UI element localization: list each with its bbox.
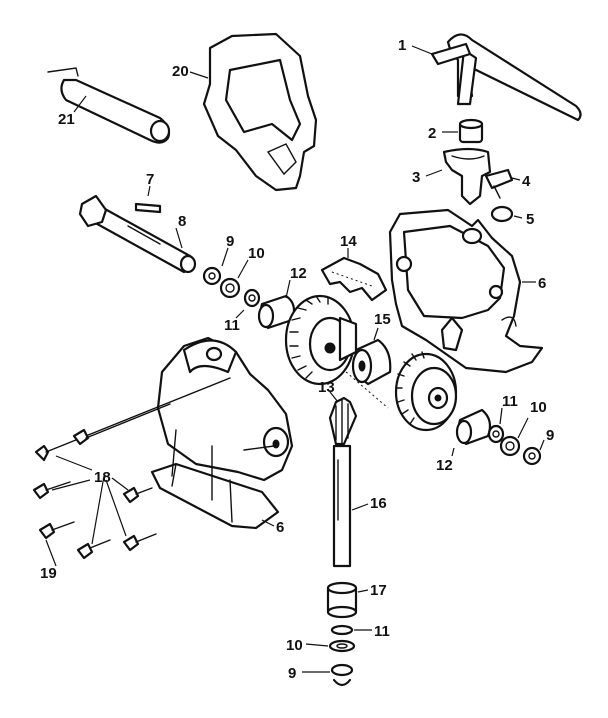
callout-8: 8 xyxy=(178,213,186,230)
callout-10-right: 10 xyxy=(530,399,547,416)
spur-gear-right xyxy=(394,351,458,432)
callout-15: 15 xyxy=(374,311,391,328)
part-15-clutch xyxy=(351,327,392,386)
callout-5: 5 xyxy=(526,211,534,228)
part-9-retainer-right xyxy=(522,439,545,466)
callout-9-left: 9 xyxy=(226,233,234,250)
callout-17: 17 xyxy=(370,582,387,599)
callout-19: 19 xyxy=(40,565,57,582)
bevel-gear-left xyxy=(284,294,358,386)
callout-labels: 1 2 3 4 5 6 7 8 9 10 11 12 13 14 15 16 1… xyxy=(40,37,554,682)
callout-12-left: 12 xyxy=(290,265,307,282)
part-9-retainer-bottom xyxy=(302,663,354,687)
callout-4: 4 xyxy=(522,173,531,190)
callout-11-right: 11 xyxy=(502,393,518,410)
part-11-spacer-right xyxy=(487,407,505,444)
part-11-spacer-bottom xyxy=(330,624,372,636)
part-17-bushing xyxy=(326,581,369,619)
part-19-bolt xyxy=(38,521,75,567)
part-10-washer-bottom xyxy=(305,639,356,653)
callout-18: 18 xyxy=(94,469,111,486)
part-5-plug xyxy=(490,205,523,223)
callout-2: 2 xyxy=(428,125,436,142)
callout-7: 7 xyxy=(146,171,154,188)
part-2-bushing xyxy=(442,118,484,144)
part-1-shift-rod xyxy=(411,33,582,122)
callout-13: 13 xyxy=(318,379,335,396)
part-11-spacer-left xyxy=(235,288,261,319)
callout-9-bottom: 9 xyxy=(288,665,296,682)
callout-1: 1 xyxy=(398,37,406,54)
callout-12-right: 12 xyxy=(436,457,453,474)
callout-21: 21 xyxy=(58,111,75,128)
callout-9-right: 9 xyxy=(546,427,554,444)
part-3-shift-fork xyxy=(425,147,492,206)
part-10-washer-left xyxy=(219,259,249,299)
part-18-bolts xyxy=(32,377,231,560)
callout-16: 16 xyxy=(370,495,387,512)
part-7-key xyxy=(134,185,162,214)
part-12-bearing-left xyxy=(257,279,296,330)
part-21-grip xyxy=(47,67,171,144)
part-20-gasket xyxy=(189,32,318,192)
callout-20: 20 xyxy=(172,63,189,80)
callout-10-bottom: 10 xyxy=(286,637,303,654)
part-14-cover xyxy=(320,248,388,302)
callout-14: 14 xyxy=(340,233,357,250)
callout-11-bottom: 11 xyxy=(374,623,390,640)
callout-3: 3 xyxy=(412,169,420,186)
part-12-bearing-right xyxy=(451,408,492,457)
part-4-pin xyxy=(484,168,521,199)
part-13-pinion xyxy=(328,371,389,446)
part-6-housing-left xyxy=(150,336,294,530)
callout-10-left: 10 xyxy=(248,245,265,262)
part-10-washer-right xyxy=(499,417,529,457)
callout-6-left: 6 xyxy=(276,519,284,536)
part-16-vertical-shaft xyxy=(332,444,369,568)
part-9-retainer-left xyxy=(202,247,229,286)
part-8-axle-shaft xyxy=(78,194,197,274)
part-6-housing-right xyxy=(388,208,544,374)
callout-11-left: 11 xyxy=(224,317,240,334)
callout-6-right: 6 xyxy=(538,275,546,292)
